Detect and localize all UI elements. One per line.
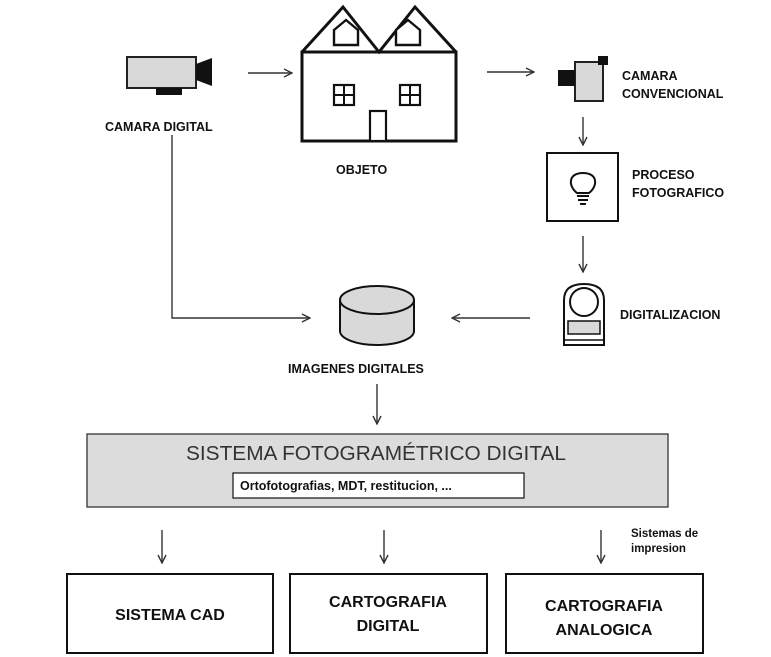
database-cylinder-icon: [339, 285, 415, 346]
sistema-title: SISTEMA FOTOGRAMÉTRICO DIGITAL: [186, 442, 566, 465]
camara-digital-label: CAMARA DIGITAL: [105, 120, 213, 134]
products-box: [232, 472, 525, 499]
cartografia-analogica-box: CARTOGRAFIA ANALOGICA: [505, 573, 704, 654]
objeto-label: OBJETO: [336, 163, 387, 177]
cartografia-digital-label-1: CARTOGRAFIA: [329, 594, 447, 611]
lightbulb-icon: [546, 152, 619, 222]
video-camera-icon: [126, 56, 212, 95]
camera-icon: [558, 56, 608, 102]
camara-convencional-label-2: CONVENCIONAL: [622, 87, 724, 101]
sistema-fotogrametrico-box: SISTEMA FOTOGRAMÉTRICO DIGITAL Ortofotog…: [86, 433, 669, 508]
proceso-label-1: PROCESO: [632, 168, 695, 182]
cartografia-digital-label-2: DIGITAL: [357, 618, 420, 635]
arrow-digital-camera-to-images: [171, 135, 310, 318]
house-icon: [300, 4, 458, 143]
digitalizacion-label: DIGITALIZACION: [620, 308, 720, 322]
camara-convencional-label-1: CAMARA: [622, 69, 678, 83]
cartografia-digital-box: CARTOGRAFIA DIGITAL: [289, 573, 488, 654]
cartografia-analogica-label-1: CARTOGRAFIA: [545, 598, 663, 615]
cartografia-analogica-label-2: ANALOGICA: [556, 622, 653, 639]
products-label: Ortofotografias, MDT, restitucion, ...: [240, 479, 452, 493]
sistema-cad-box: SISTEMA CAD: [66, 573, 274, 654]
sistema-cad-label: SISTEMA CAD: [115, 607, 225, 624]
scanner-icon: [563, 282, 605, 346]
sistemas-impresion-label-2: impresion: [631, 543, 686, 555]
imagenes-digitales-label: IMAGENES DIGITALES: [288, 362, 424, 376]
proceso-label-2: FOTOGRAFICO: [632, 186, 724, 200]
sistemas-impresion-label-1: Sistemas de: [631, 528, 698, 540]
